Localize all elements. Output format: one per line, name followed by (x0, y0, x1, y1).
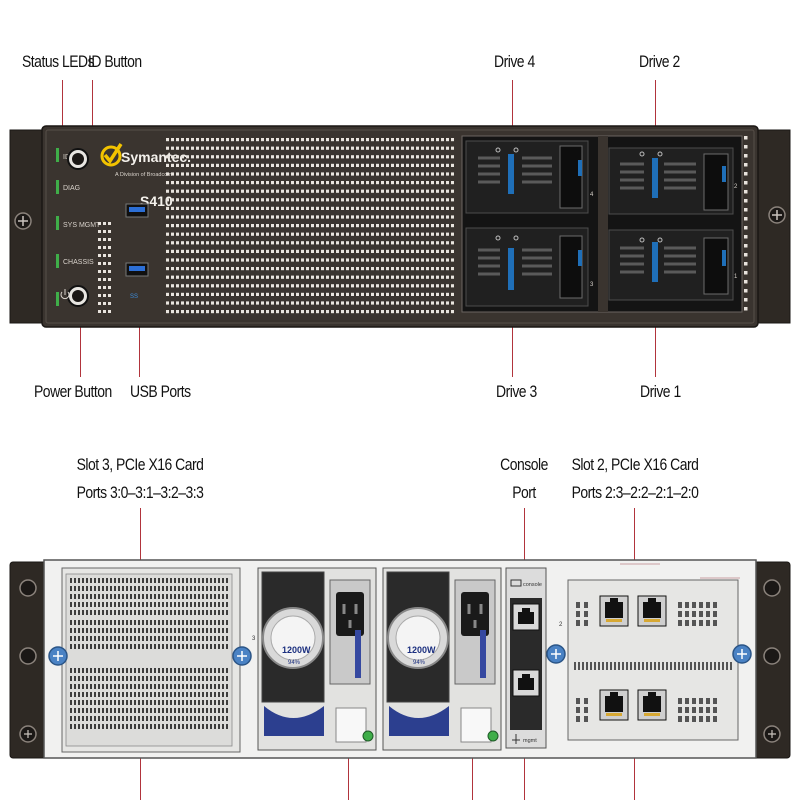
right-ear-screw-icon (768, 206, 786, 224)
drive-4-number: 4 (590, 192, 594, 198)
slot3-callout (140, 508, 141, 563)
drive-1-label: Drive 1 (640, 382, 681, 401)
drive-2-label: Drive 2 (639, 52, 680, 71)
slot0-callout-bottom (634, 758, 635, 800)
right-chassis-thumbscrew-icon[interactable] (732, 644, 752, 664)
psu2-efficiency: 94% (413, 660, 426, 666)
symantec-checkmark-icon (100, 143, 123, 167)
psu-2[interactable] (382, 567, 502, 751)
id-button[interactable] (67, 148, 89, 170)
left-ear-screw-icon (14, 212, 32, 230)
rj45-port-2-2[interactable] (637, 595, 667, 627)
led-label-sys-mgmt: SYS MGMT (63, 222, 101, 229)
led-label-id: ID (63, 154, 70, 161)
psu1-wattage: 1200W (282, 645, 311, 655)
drive-1-callout (655, 320, 656, 377)
slot3-label-line1: Slot 3, PCIe X16 Card (76, 455, 204, 474)
console-port-label-line1: Console (500, 455, 548, 474)
brand-name: Symantec. (121, 149, 191, 165)
slot3-thumbscrew-icon[interactable] (232, 646, 252, 666)
id-button-callout (92, 80, 93, 150)
usb-ports-label: USB Ports (130, 382, 191, 401)
psu-1[interactable] (257, 567, 377, 751)
psu1-efficiency: 94% (288, 660, 301, 666)
network-symbol-icon (512, 734, 520, 744)
mgmt-port-callout-bottom (524, 758, 525, 800)
slot3-number: 3 (252, 636, 256, 642)
psu1-callout-bottom (348, 758, 349, 800)
rj45-port-2-3[interactable] (599, 595, 629, 627)
console-tag: console (523, 582, 542, 588)
slot2-callout (634, 508, 635, 563)
slot2-vent-grid (574, 602, 732, 722)
drive-1-bay[interactable] (608, 229, 734, 301)
usb-ss-mark: SS (130, 294, 138, 300)
drive-2-number: 2 (734, 184, 738, 190)
slot3-vent-grid (70, 578, 228, 729)
drive-3-label: Drive 3 (496, 382, 537, 401)
rj45-port-2-1[interactable] (599, 689, 629, 721)
drive-3-bay[interactable] (465, 227, 589, 307)
front-vent-small (98, 222, 111, 313)
rear-left-ear-screws-icon (19, 579, 37, 743)
drive-2-callout (655, 80, 656, 135)
slot2-label-line1: Slot 2, PCIe X16 Card (571, 455, 699, 474)
console-module (505, 567, 547, 749)
front-vent-grid (166, 138, 454, 314)
rear-right-ear-screws-icon (763, 579, 781, 743)
power-button-callout (80, 305, 81, 377)
power-button-label: Power Button (34, 382, 112, 401)
drive-2-bay[interactable] (608, 147, 734, 215)
drive-4-bay[interactable] (465, 140, 589, 214)
slot2-number: 2 (559, 622, 563, 628)
rj45-port-2-0[interactable] (637, 689, 667, 721)
power-icon (60, 289, 70, 300)
console-symbol-icon (510, 579, 522, 587)
mgmt-port[interactable] (512, 669, 540, 697)
console-port-label-line2: Port (512, 483, 536, 502)
psu2-wattage: 1200W (407, 645, 436, 655)
mgmt-tag: mgmt (523, 738, 537, 744)
psu2-callout-bottom (472, 758, 473, 800)
front-panel: ID DIAG SYS MGMT CHASSIS Symantec. A Div… (9, 125, 791, 328)
slot2-label-line2: Ports 2:3–2:2–2:1–2:0 (571, 483, 699, 502)
power-button[interactable] (67, 285, 89, 307)
usb-port-upper[interactable] (125, 203, 149, 218)
led-label-chassis: CHASSIS (63, 259, 94, 266)
drive-4-callout (512, 80, 513, 135)
id-button-label: ID Button (88, 52, 142, 71)
slot2-thumbscrew-icon[interactable] (546, 644, 566, 664)
status-led-group (56, 148, 59, 306)
usb-ports-callout (139, 300, 140, 377)
slot3-label-line2: Ports 3:0–3:1–3:2–3:3 (76, 483, 204, 502)
drive-3-number: 3 (590, 282, 594, 288)
drive-4-label: Drive 4 (494, 52, 535, 71)
slot1-callout-bottom (140, 758, 141, 800)
console-port-callout (524, 508, 525, 563)
status-leds-label: Status LEDs (22, 52, 95, 71)
console-port[interactable] (512, 603, 540, 631)
rear-panel: 3 1200W 94% 1200W 94% (9, 559, 791, 759)
status-leds-callout (62, 80, 63, 132)
usb-port-lower[interactable] (125, 262, 149, 277)
drive-1-number: 1 (734, 274, 738, 280)
brand-subtitle: A Division of Broadcom (115, 172, 172, 178)
drive-3-callout (512, 320, 513, 377)
led-label-diag: DIAG (63, 185, 80, 192)
left-chassis-thumbscrew-icon[interactable] (48, 646, 68, 666)
